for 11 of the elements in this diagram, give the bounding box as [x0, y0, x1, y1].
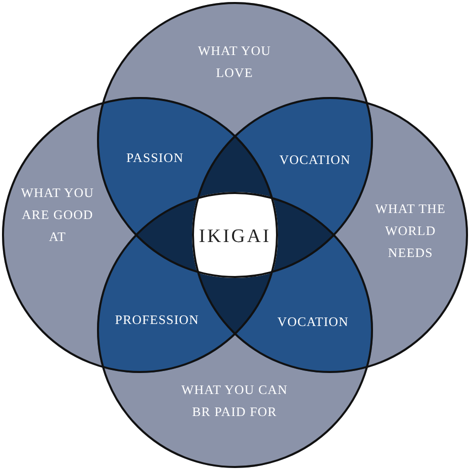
overlap-label: PASSION: [110, 147, 200, 169]
circle-label: WHAT THE WORLD NEEDS: [374, 200, 447, 262]
venn-circle: [97, 192, 373, 468]
circle-label: WHAT YOU ARE GOOD AT: [20, 184, 96, 246]
venn-circle: [2, 97, 278, 373]
circle-label: WHAT YOU LOVE: [196, 42, 272, 82]
overlap-label: PROFESSION: [107, 309, 207, 331]
overlap-label: VOCATION: [268, 311, 358, 333]
overlap-label: VOCATION: [270, 149, 360, 171]
circle-label: WHAT YOU CAN BR PAID FOR: [180, 380, 289, 420]
venn-circle: [97, 2, 373, 278]
